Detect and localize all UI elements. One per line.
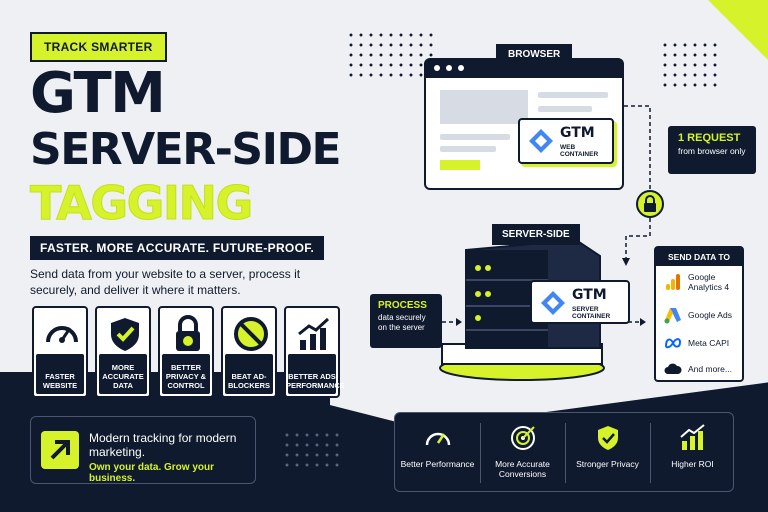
destination-label: Google Analytics 4 <box>688 272 730 292</box>
description: Send data from your website to a server,… <box>30 267 301 297</box>
google-analytics-icon <box>666 274 680 290</box>
benefit-item: Higher ROI <box>650 413 735 493</box>
browser-title-bar <box>426 60 622 78</box>
gauge-icon <box>425 432 451 446</box>
dot-pattern <box>282 430 342 470</box>
lock-badge <box>636 190 664 218</box>
track-smarter-badge: TRACK SMARTER <box>30 32 167 62</box>
promo-box: Modern tracking for modern marketing. Ow… <box>30 416 256 484</box>
send-data-panel: SEND DATA TO Google Analytics 4 Google A… <box>654 246 744 382</box>
meta-icon <box>664 338 682 349</box>
send-data-header: SEND DATA TO <box>656 248 742 266</box>
destination-item: Meta CAPI <box>664 334 744 352</box>
feature-card: BETTER ADS PERFORMANCE <box>284 306 345 398</box>
title-line-1: GTM <box>30 61 166 126</box>
cloud-icon <box>664 363 682 374</box>
promo-subtext: Own your data. Grow your business. <box>89 462 215 484</box>
block-icon <box>234 317 268 351</box>
shield-check-icon <box>598 426 618 450</box>
placeholder-line <box>440 146 496 152</box>
feature-label: BETTER PRIVACY & CONTROL <box>165 363 207 390</box>
process-callout: PROCESS data securely on the server <box>370 294 442 348</box>
feature-card: FASTER WEBSITE <box>32 306 88 398</box>
title-line-2: SERVER-SIDE <box>30 124 342 175</box>
dot-pattern <box>660 40 720 90</box>
feature-label: FASTER WEBSITE <box>42 372 78 390</box>
window-dot <box>458 65 464 71</box>
feature-card: BETTER PRIVACY & CONTROL <box>158 306 214 398</box>
shield-check-icon <box>111 318 139 351</box>
benefit-label: Higher ROI <box>671 459 714 469</box>
target-icon <box>511 426 535 450</box>
placeholder-line <box>440 134 510 140</box>
feature-label: BETTER ADS PERFORMANCE <box>286 372 345 390</box>
gtm-title: GTM <box>560 125 595 141</box>
title-line-3: TAGGING <box>30 176 254 230</box>
benefit-item: Better Performance <box>395 413 480 493</box>
gtm-subtitle: WEB CONTAINER <box>560 144 599 158</box>
gtm-server-container: GTM SERVER CONTAINER <box>530 280 630 324</box>
placeholder-block <box>440 90 528 124</box>
benefit-item: More Accurate Conversions <box>480 413 565 493</box>
gtm-title: GTM <box>572 287 607 303</box>
window-dot <box>446 65 452 71</box>
gtm-subtitle: SERVER CONTAINER <box>572 306 611 320</box>
feature-card: MORE ACCURATE DATA <box>95 306 151 398</box>
placeholder-line <box>538 106 592 112</box>
google-ads-icon <box>664 308 681 324</box>
destination-item: Google Ads <box>664 306 744 324</box>
feature-card: BEAT AD-BLOCKERS <box>221 306 277 398</box>
gtm-logo-icon <box>541 291 565 315</box>
server-side-label: SERVER-SIDE <box>492 224 580 245</box>
request-text: from browser only <box>678 146 746 156</box>
browser-label: BROWSER <box>496 44 573 65</box>
growth-icon <box>680 424 705 450</box>
gtm-logo-icon <box>529 129 553 153</box>
feature-label: MORE ACCURATE DATA <box>102 363 144 390</box>
placeholder-button <box>440 160 480 170</box>
gtm-web-container: GTM WEB CONTAINER <box>518 118 614 164</box>
lock-icon <box>644 195 656 212</box>
arrow-up-right-icon <box>41 431 79 469</box>
dot-pattern <box>346 30 436 80</box>
destination-label: And more... <box>688 364 732 374</box>
benefit-label: Stronger Privacy <box>576 459 639 469</box>
bar-growth-icon <box>298 317 330 350</box>
destination-label: Google Ads <box>688 310 732 320</box>
process-text: data securely on the server <box>378 313 426 332</box>
tagline: FASTER. MORE ACCURATE. FUTURE-PROOF. <box>30 236 325 260</box>
promo-text: Modern tracking for modern marketing. <box>89 431 237 459</box>
benefit-label: More Accurate Conversions <box>495 459 550 479</box>
request-callout: 1 REQUEST from browser only <box>668 126 756 174</box>
placeholder-line <box>538 92 608 98</box>
window-dot <box>434 65 440 71</box>
benefit-item: Stronger Privacy <box>565 413 650 493</box>
request-title: 1 REQUEST <box>678 132 741 144</box>
destination-item: And more... <box>664 360 744 378</box>
process-title: PROCESS <box>378 300 427 311</box>
destination-label: Meta CAPI <box>688 338 730 348</box>
benefits-bar: Better Performance More Accurate Convers… <box>394 412 734 492</box>
gauge-icon <box>46 326 78 343</box>
benefit-label: Better Performance <box>400 459 475 469</box>
feature-label: BEAT AD-BLOCKERS <box>227 372 271 390</box>
destination-item: Google Analytics 4 <box>664 272 744 292</box>
lock-icon <box>176 315 200 351</box>
